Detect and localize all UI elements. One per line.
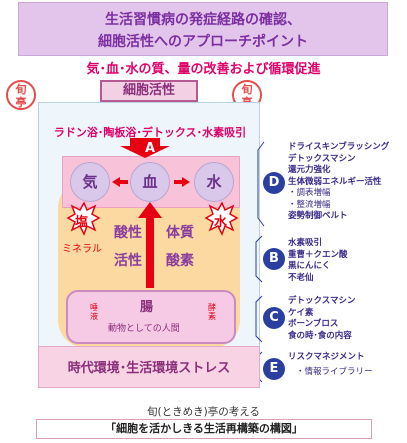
- side-e-subitem: ・情報ライブラリー: [296, 366, 373, 377]
- ketsu-circle: 血: [130, 162, 170, 202]
- gut-title: 腸: [140, 300, 154, 315]
- footer-line-2: ｢細胞を活かしきる生活再構築の構図｣: [36, 419, 372, 439]
- saliva-label: 唾液: [90, 303, 98, 321]
- arrow-gut-up: [138, 202, 162, 288]
- letter-a: A: [144, 141, 156, 156]
- arrow-ketsu-to-mizu: [174, 177, 190, 187]
- bath-label: ラドン浴･陶板浴･デトックス･水素吸引: [53, 126, 247, 139]
- side-d-subitem: ・整流増幅: [288, 199, 331, 210]
- arrow-a-down: [120, 138, 170, 158]
- environment-box: [38, 346, 260, 388]
- gut-box: [66, 290, 236, 344]
- bracket-b: [255, 235, 263, 283]
- side-d-subitem: ・調表増幅: [288, 188, 331, 198]
- cell-activity-box: 細胞活性: [100, 80, 198, 102]
- water-icon: 水: [214, 215, 228, 230]
- stamp-left: 旬亭: [6, 80, 36, 110]
- side-c-item: 食の時･食の内容: [288, 330, 352, 341]
- mizu-circle: 水: [194, 162, 234, 202]
- side-list-b: 水素吸引 重曹＋クエン酸 黒にんにく 不老仙: [288, 238, 348, 284]
- acidic-label: 酸性: [114, 225, 142, 241]
- letter-d: D: [263, 172, 285, 194]
- salt-icon: 塩: [75, 215, 89, 230]
- bracket-d: [257, 141, 265, 227]
- subtitle: 気･血･水の質、量の改善および循環促進: [86, 62, 321, 77]
- side-b-item: 黒にんにく: [288, 261, 331, 271]
- side-c-item: デトックスマシン: [288, 296, 356, 306]
- letter-c: C: [263, 307, 285, 329]
- letter-e: E: [263, 358, 285, 380]
- salt-starburst-icon: [66, 201, 101, 236]
- side-b-item: 水素吸引: [288, 238, 323, 248]
- title-line-2: 細胞活性へのアプローチポイント: [98, 34, 308, 50]
- side-d-item: ドライスキンブラッシング: [288, 142, 390, 152]
- side-list-e: リスクマネジメント ・情報ライブラリー: [288, 352, 373, 378]
- side-d-extra: 姿勢制御ベルト: [288, 211, 348, 221]
- side-d-item: 生体微弱エネルギー活性: [288, 176, 382, 187]
- side-e-item: リスクマネジメント: [288, 352, 365, 362]
- bracket-c: [255, 295, 263, 343]
- enzyme-label: 酵素: [208, 303, 216, 321]
- side-c-item: ボーンブロス: [288, 319, 339, 329]
- side-list-c: デトックスマシン ケイ素 ボーンブロス 食の時･食の内容: [288, 296, 356, 342]
- constitution-label: 体質: [166, 225, 194, 241]
- side-b-item: 重曹＋クエン酸: [288, 249, 348, 260]
- arrow-ketsu-to-ki: [112, 177, 128, 187]
- side-d-item: 還元力強化: [288, 165, 331, 175]
- water-starburst-icon: [204, 201, 239, 236]
- gut-subtitle: 動物としての人間: [108, 324, 180, 334]
- side-b-item: 不老仙: [288, 272, 314, 283]
- title-box: 生活習慣病の発症経路の確認、 細胞活性へのアプローチポイント: [18, 2, 388, 56]
- active-label: 活性: [114, 253, 142, 269]
- title-line-1: 生活習慣病の発症経路の確認、: [105, 12, 301, 28]
- mineral-label: ミネラル: [62, 244, 102, 255]
- side-c-item: ケイ素: [288, 307, 314, 318]
- side-d-item: デトックスマシン: [288, 153, 356, 164]
- ki-circle: 気: [70, 162, 110, 202]
- footer-line-1: 旬(ときめき)亭の考える: [147, 406, 260, 418]
- oxygen-label: 酸素: [166, 253, 194, 269]
- letter-b: B: [263, 248, 285, 270]
- environment-label: 時代環境･生活環境ストレス: [67, 361, 231, 376]
- side-list-d: ドライスキンブラッシング デトックスマシン 還元力強化 生体微弱エネルギー活性 …: [288, 142, 389, 223]
